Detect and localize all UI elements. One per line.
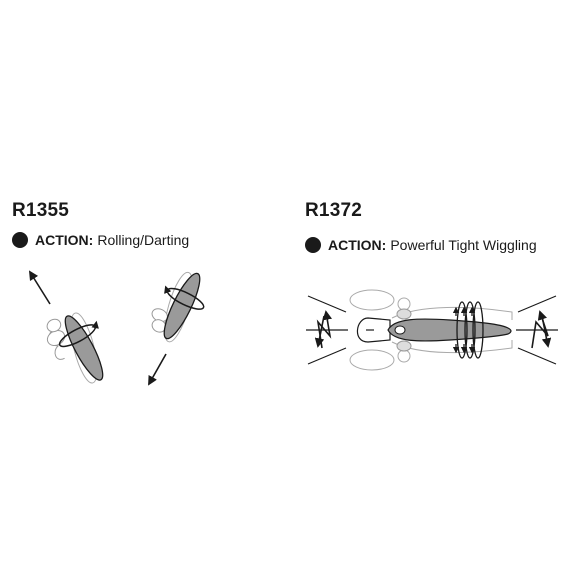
- action-label: ACTION:: [328, 237, 387, 253]
- wiggle-bracket-right-icon: [516, 295, 558, 365]
- action-value: Rolling/Darting: [97, 232, 190, 248]
- action-line-r1355: ACTION: Rolling/Darting: [12, 232, 189, 248]
- action-label: ACTION:: [35, 232, 94, 248]
- dart-direction-arrow-icon: [148, 353, 167, 386]
- action-line-r1372: ACTION: Powerful Tight Wiggling: [305, 237, 537, 253]
- model-title-r1372: R1372: [305, 200, 362, 221]
- bullet-dot-icon: [12, 232, 28, 248]
- vibration-rings-icon: [452, 301, 484, 359]
- bullet-dot-icon: [305, 237, 321, 253]
- rolling-lure-left-icon: [46, 312, 104, 384]
- action-value: Powerful Tight Wiggling: [390, 237, 537, 253]
- model-title-r1355: R1355: [12, 200, 69, 221]
- wiggling-lure-icon: [356, 308, 512, 352]
- dart-direction-arrow-icon: [28, 270, 51, 305]
- wiggle-bracket-left-icon: [306, 295, 348, 365]
- rolling-lure-right-icon: [151, 271, 205, 343]
